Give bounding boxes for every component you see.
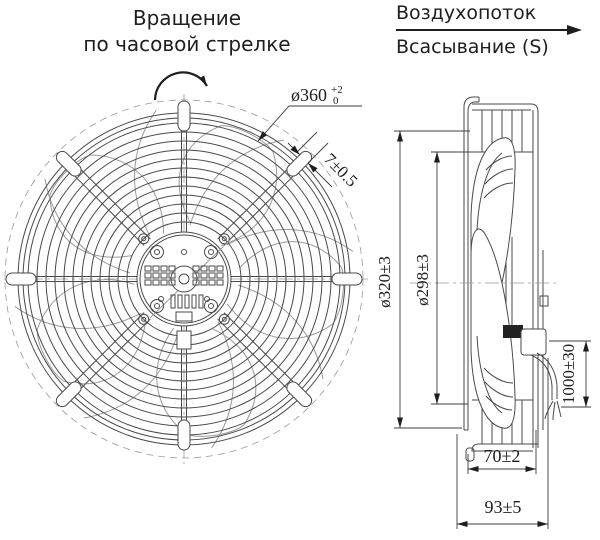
dim-impeller-diameter: ø298±3 xyxy=(413,151,474,405)
rotation-direction-label: Вращение по часовой стрелке xyxy=(70,5,304,57)
rotation-label-line2: по часовой стрелке xyxy=(83,32,291,56)
cable-length-value: 1000±30 xyxy=(559,344,578,404)
impeller-diameter-value: ø298±3 xyxy=(413,254,432,306)
guard-diameter-tol-upper: +2 xyxy=(331,84,343,96)
suction-label: Всасывание (S) xyxy=(396,36,549,58)
dim-cable-length: 1000±30 xyxy=(549,340,591,408)
dim-mounting-ring-diameter: ø320±3 xyxy=(375,130,470,429)
rotation-label-line1: Вращение xyxy=(132,6,242,30)
terminal-block xyxy=(170,294,204,322)
guard-struts xyxy=(55,150,313,408)
guard-diameter-value: ø360 xyxy=(291,85,327,105)
junction-box xyxy=(520,328,547,356)
hub-screw-bosses xyxy=(150,245,218,313)
fan-front-view: ø360 +2 0 7±0.5 xyxy=(4,84,368,464)
clockwise-arrow-icon xyxy=(153,71,208,101)
cable-connector xyxy=(503,325,523,338)
guard-spiral-wires xyxy=(14,109,354,449)
mounting-ring-diameter-value: ø320±3 xyxy=(375,256,394,308)
overall-depth-value: 93±5 xyxy=(485,497,522,517)
airflow-header: Воздухопоток Всасывание (S) xyxy=(396,2,582,58)
cable-gland xyxy=(176,330,192,350)
basket-depth-value: 70±2 xyxy=(484,446,521,466)
side-blades xyxy=(470,137,516,429)
fan-side-view: ø320±3 ø298±3 1000±30 70±2 9 xyxy=(375,96,591,529)
dim-overall-depth: 93±5 xyxy=(456,358,549,529)
airflow-label: Воздухопоток xyxy=(396,2,537,24)
guard-pitch-circle xyxy=(4,99,364,459)
dim-guard-diameter: ø360 +2 0 xyxy=(257,84,362,142)
guard-main-wires xyxy=(5,100,363,451)
cable-assembly xyxy=(503,325,562,421)
motor-hub xyxy=(136,231,232,350)
side-guard-profile xyxy=(463,96,480,431)
airflow-arrow-icon xyxy=(396,24,582,36)
guard-diameter-tol-lower: 0 xyxy=(333,95,339,107)
guard-wire-width-value: 7±0.5 xyxy=(320,150,361,191)
hub-vent-slots xyxy=(144,265,224,286)
dim-basket-depth: 70±2 xyxy=(467,430,537,474)
